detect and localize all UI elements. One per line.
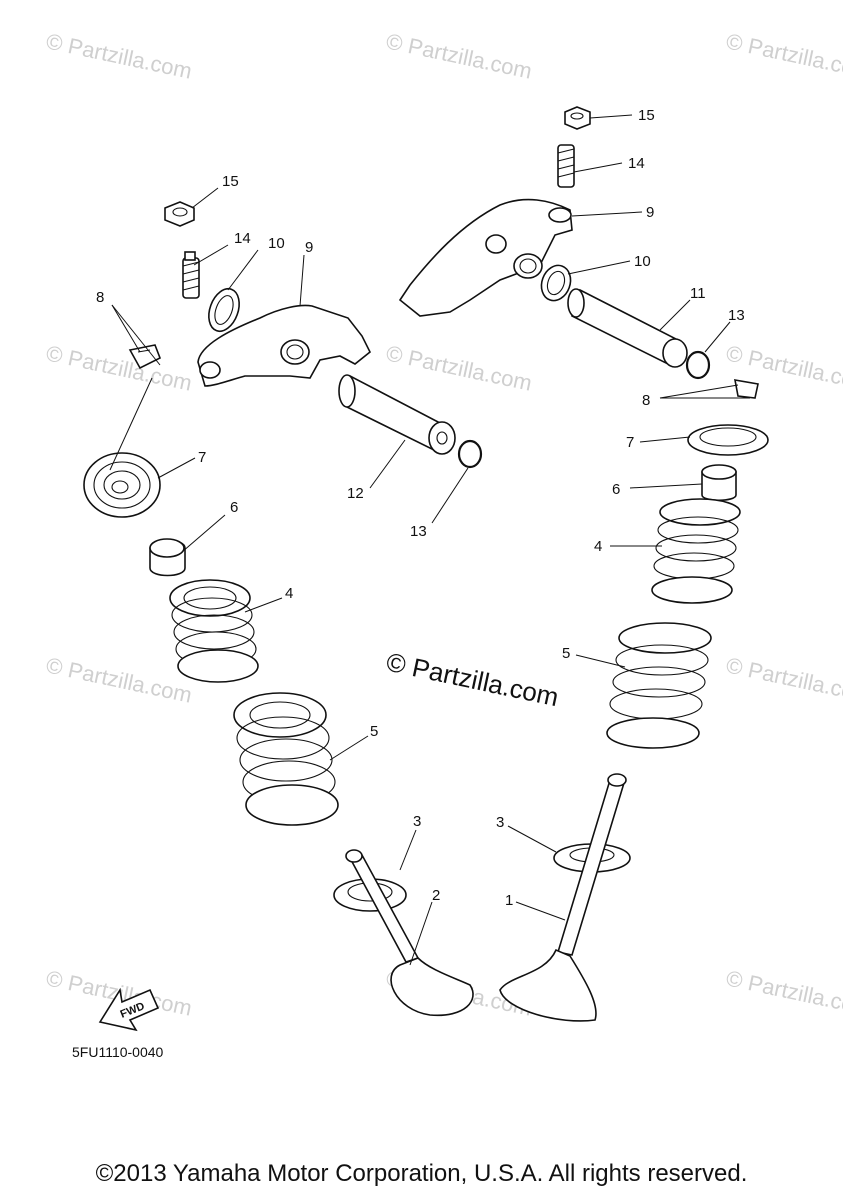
valve-cotter-right (734, 379, 759, 399)
callout-2: 2 (432, 887, 440, 904)
callout-15-right: 15 (638, 107, 655, 124)
copyright-notice: ©2013 Yamaha Motor Corporation, U.S.A. A… (95, 1160, 748, 1187)
callout-6-right: 6 (612, 481, 620, 498)
watermark: © Partzilla.com (44, 652, 194, 707)
o-ring-right (685, 350, 711, 380)
callout-8-right: 8 (642, 392, 650, 409)
stem-seal-right (701, 464, 737, 502)
callout-14-left: 14 (234, 230, 251, 247)
o-ring-left (457, 439, 483, 469)
callout-8-left: 8 (96, 289, 104, 306)
inner-spring-right (651, 498, 741, 604)
callout-4-left: 4 (285, 585, 293, 602)
shim-left (208, 287, 240, 333)
adjusting-screw-right (557, 144, 575, 188)
spring-retainer-right (687, 424, 769, 456)
inner-spring-left (169, 579, 259, 683)
callout-3-left: 3 (413, 813, 421, 830)
callouts: 15 14 10 9 8 7 6 4 5 12 13 3 2 15 14 9 1… (96, 107, 745, 909)
callout-15-left: 15 (222, 173, 239, 190)
shim-right (540, 264, 572, 302)
callout-13-right: 13 (728, 307, 745, 324)
fwd-arrow-icon: FWD (98, 987, 160, 1032)
spring-retainer-left (83, 452, 161, 518)
callout-5-right: 5 (562, 645, 570, 662)
watermark: © Partzilla.com (44, 340, 194, 395)
callout-1: 1 (505, 892, 513, 909)
outer-spring-right (606, 622, 712, 749)
rocker-shaft-left (338, 374, 456, 455)
rocker-arm-right (398, 198, 573, 317)
watermark: © Partzilla.com (724, 965, 843, 1020)
callout-11: 11 (690, 285, 706, 302)
callout-10-right: 10 (634, 253, 651, 270)
callout-14-right: 14 (628, 155, 645, 172)
rocker-arm-left (197, 304, 372, 387)
drawing-code: 5FU1110-0040 (72, 1044, 164, 1060)
valve-exhaust (345, 849, 474, 1017)
callout-6-left: 6 (230, 499, 238, 516)
callout-9-left: 9 (305, 239, 313, 256)
adjusting-screw-left (182, 251, 200, 299)
stem-seal-left (149, 538, 186, 577)
callout-10-left: 10 (268, 235, 285, 252)
watermark: © Partzilla.com (724, 652, 843, 707)
callout-9-right: 9 (646, 204, 654, 221)
nut-right (564, 106, 591, 130)
watermarks: © Partzilla.com © Partzilla.com © Partzi… (44, 28, 843, 1020)
watermark: © Partzilla.com (384, 340, 534, 395)
callout-4-right: 4 (594, 538, 602, 555)
watermark-center: © Partzilla.com (384, 647, 562, 713)
callout-13-left: 13 (410, 523, 427, 540)
watermark: © Partzilla.com (44, 28, 194, 83)
watermark: © Partzilla.com (384, 28, 534, 83)
callout-7-left: 7 (198, 449, 206, 466)
nut-left (164, 201, 195, 227)
valve-intake (499, 773, 627, 1022)
callout-5-left: 5 (370, 723, 378, 740)
watermark: © Partzilla.com (724, 28, 843, 83)
rocker-shaft-right (567, 288, 688, 368)
leader-lines (109, 114, 750, 966)
callout-3-right: 3 (496, 814, 504, 831)
callout-7-right: 7 (626, 434, 634, 451)
callout-12: 12 (347, 485, 364, 502)
outer-spring-left (233, 692, 339, 826)
